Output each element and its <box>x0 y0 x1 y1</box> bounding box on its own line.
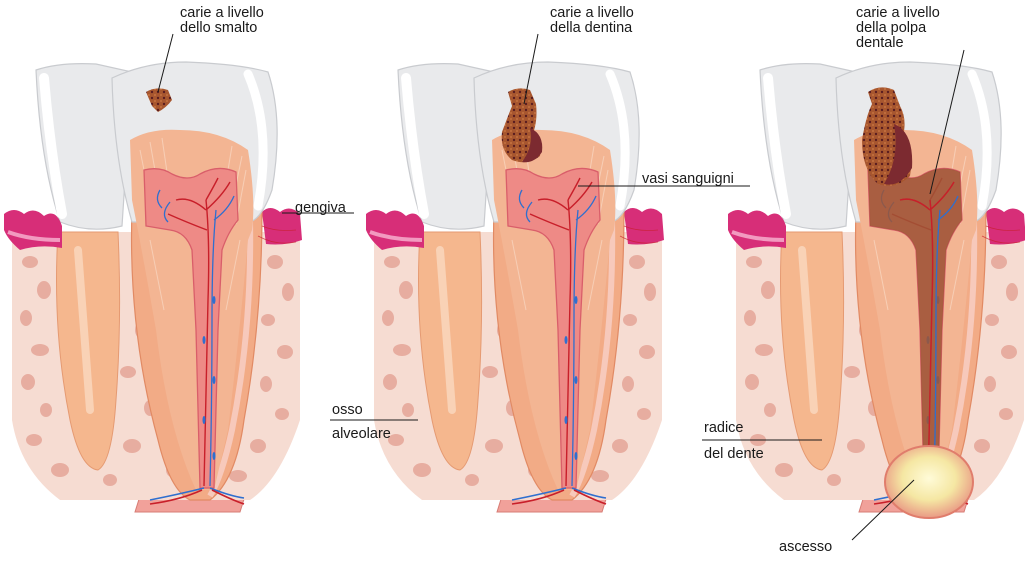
gum-label: gengiva <box>295 200 347 216</box>
enamel-caries-lesion <box>146 88 172 112</box>
abscess-leader-line <box>851 479 915 541</box>
caries-label-enamel: carie a livello dello smalto <box>180 5 268 36</box>
abscess-label: ascesso <box>779 539 832 555</box>
bone-label-line1: osso <box>332 402 363 418</box>
panel-pulp-caries <box>728 49 1025 541</box>
panel-dentin-caries <box>366 33 750 512</box>
caries-label-line: carie a livello <box>856 5 940 21</box>
root-label-line1: radice <box>704 420 744 436</box>
tooth-illustration <box>4 62 302 512</box>
infected-pulp <box>868 168 962 488</box>
caries-label-line: carie a livello <box>180 5 264 21</box>
caries-label-dentin: carie a livello della dentina <box>550 5 638 36</box>
caries-label-pulp: carie a livello della polpa dentale <box>856 5 944 51</box>
caries-label-line: della dentina <box>550 20 633 36</box>
abscess-swelling <box>884 445 974 519</box>
caries-leader-line <box>157 33 174 93</box>
root-label-line2: del dente <box>704 446 764 462</box>
blood-vessels-label: vasi sanguigni <box>642 171 734 187</box>
panel-enamel-caries <box>4 33 354 512</box>
caries-leader-line <box>929 49 965 195</box>
bone-label-line2: alveolare <box>332 426 391 442</box>
caries-label-line: dello smalto <box>180 20 257 36</box>
caries-label-line: carie a livello <box>550 5 634 21</box>
caries-label-line: della polpa <box>856 20 927 36</box>
caries-leader-line <box>523 33 539 105</box>
caries-label-line: dentale <box>856 35 904 51</box>
